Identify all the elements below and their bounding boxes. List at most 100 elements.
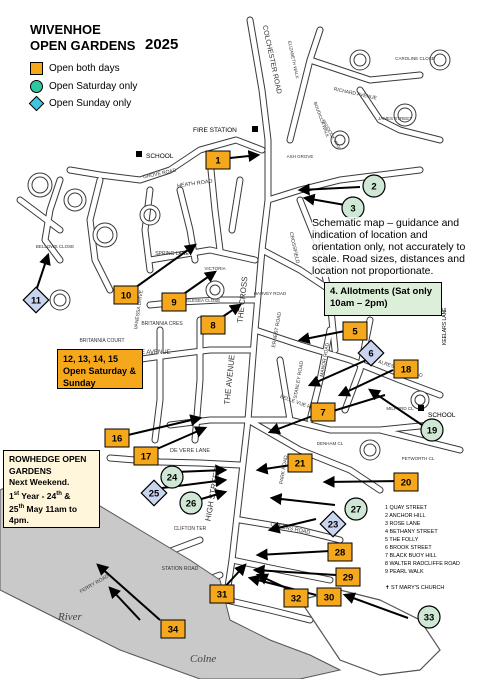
legend-label-saturday: Open Saturday only [49,81,138,92]
road-label-avenue: THE AVENUE [222,354,236,405]
garden-marker-16[interactable] [104,428,130,448]
road-fill [229,177,243,233]
key-4: 4 BETHANY STREET [385,529,438,535]
key-7: 7 BLACK BUOY HILL [385,553,437,559]
garden-marker-9[interactable] [161,292,187,312]
road-fill [42,177,63,263]
road-fill [245,417,383,493]
fire-station-icon [252,126,258,132]
garden-marker-label-3: 3 [350,204,355,215]
garden-marker-19[interactable] [420,418,444,442]
road-fill [252,327,443,398]
rowhedge-info-box: ROWHEDGE OPEN GARDENS Next Weekend. 1st … [3,450,100,528]
garden-marker-21[interactable] [287,453,313,473]
garden-marker-25[interactable] [140,479,168,507]
road-label-denham: DENHAM CL [317,441,344,446]
road-label-richard: RICHARD AVENUE [333,87,378,102]
road-label-station: STATION ROAD [162,566,199,572]
garden-marker-27[interactable] [344,497,368,521]
garden-marker-10[interactable] [113,285,139,305]
road-label-manor: MANOR ROAD [319,342,331,377]
road-label-spring: SPRING LANE [155,251,189,257]
garden-marker-11[interactable] [22,286,50,314]
close-fill [350,50,370,70]
key-9: 9 PEARL WALK [385,569,424,575]
key-5: 5 THE FOLLY [385,537,419,543]
pointer-arrow [302,193,346,206]
garden-marker-5[interactable] [342,321,368,341]
close-fill [28,173,52,197]
garden-marker-24[interactable] [160,465,184,489]
legend-circle-icon [30,80,43,93]
road-fill [223,17,271,603]
road-label-crossfield: CROSSFIELD [288,232,301,265]
school-nw-label: SCHOOL [146,153,174,160]
garden-marker-label-28: 28 [335,548,346,559]
garden-marker-label-11: 11 [31,296,42,307]
garden-marker-label-6: 6 [368,349,373,360]
garden-marker-label-32: 32 [291,594,302,605]
pointer-arrow [175,464,228,477]
garden-marker-1[interactable] [205,150,231,170]
road-fill [377,427,463,453]
key-church: ✝ ST MARY'S CHURCH [385,585,445,591]
key-3: 3 ROSE LANE [385,521,421,527]
garden-marker-33[interactable] [417,605,441,629]
key-2: 2 ANCHOR HILL [385,513,426,519]
pointer-arrow [342,592,409,619]
garden-marker-6[interactable] [357,339,385,367]
road-fill [287,27,323,143]
road-label-park: PARK ROAD [279,455,290,485]
allotments-info-box: 4. Allotments (Sat only 10am – 2pm) [324,282,442,316]
key-8: 8 WALTER RADCLIFFE ROAD [385,561,460,567]
map-title-year: 2025 [145,36,179,53]
garden-marker-31[interactable] [209,584,235,604]
pointer-arrow [322,475,406,488]
pointer-arrow [131,243,197,291]
pointer-arrow [297,329,351,345]
garden-marker-23[interactable] [319,510,347,538]
garden-marker-17[interactable] [133,446,159,466]
garden-marker-label-8: 8 [210,321,215,332]
garden-marker-26[interactable] [179,491,203,515]
garden-marker-label-17: 17 [141,452,152,463]
garden-marker-28[interactable] [327,542,353,562]
road-fill [207,157,223,253]
garden-marker-label-18: 18 [401,365,412,376]
close-fill [430,50,450,70]
legend-item-sunday: Open Sunday only [28,95,131,112]
road-label-harvey: HARVEY ROAD [254,291,287,296]
road-fill [265,167,423,203]
garden-marker-label-29: 29 [343,573,354,584]
garden-marker-18[interactable] [393,359,419,379]
garden-marker-label-2: 2 [371,182,376,193]
garden-marker-32[interactable] [283,588,309,608]
garden-marker-34[interactable] [160,619,186,639]
garden-marker-label-27: 27 [351,505,362,516]
close-fill [360,440,380,460]
garden-marker-2[interactable] [362,174,386,198]
garden-marker-label-20: 20 [401,478,412,489]
road-fill [357,87,443,143]
keelars-lane-label: KEELARS LANE [442,307,448,345]
road-label-elizabeth: ELIZABETH WALK [287,40,300,79]
garden-marker-20[interactable] [393,472,419,492]
road-label-stanley: STANLEY ROAD [293,360,306,399]
garden-marker-7[interactable] [310,402,336,422]
close-fill [64,189,86,211]
river-label-2: Colne [190,653,216,665]
garden-marker-label-24: 24 [167,473,178,484]
road-label-heath: HEATH ROAD [177,179,213,190]
gardens-12-15-box: 12, 13, 14, 15 Open Saturday & Sunday [57,349,143,389]
rowhedge-line5: 25th May 11am to [9,503,78,514]
fire-station-label: FIRE STATION [193,127,237,134]
garden-marker-8[interactable] [200,315,226,335]
school-icon [136,151,142,157]
pointer-arrow [337,369,394,397]
pointer-arrow [36,252,51,289]
garden-marker-29[interactable] [335,567,361,587]
close-fill [140,205,160,225]
road-label-britannia: BRITANNIA COURT [79,338,124,344]
garden-marker-30[interactable] [316,587,342,607]
